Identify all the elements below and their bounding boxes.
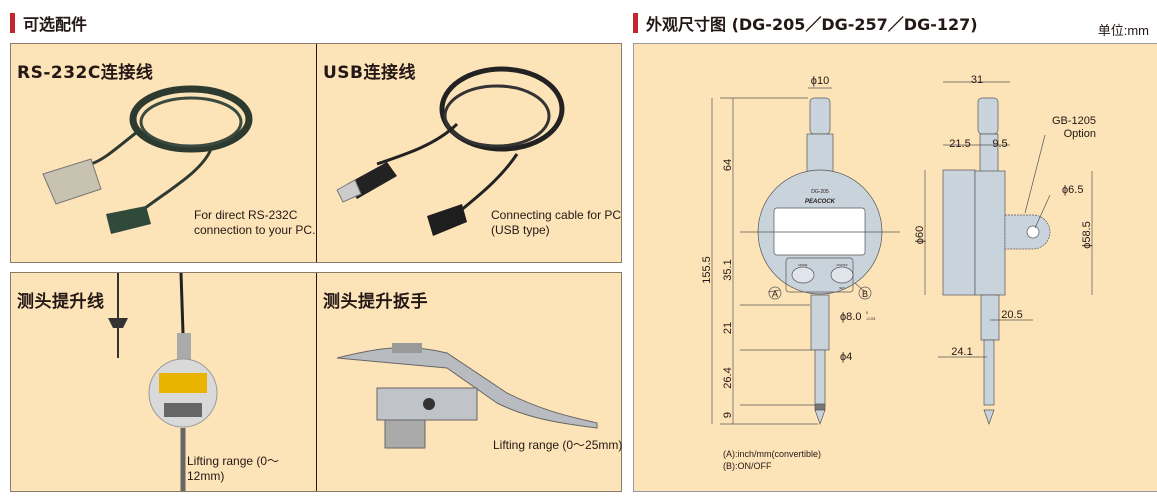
dim-h1: 64 [722, 159, 734, 171]
usb-cable-image [336, 66, 565, 236]
card-caption: Lifting range (0～12mm) [187, 454, 280, 483]
mode-button-label: MODE [799, 263, 808, 267]
dim-probe-offset: 24.1 [951, 346, 972, 358]
dial-model-label: DG-205 [811, 189, 829, 195]
dim-back-diameter: ϕ58.5 [1081, 221, 1093, 249]
lifting-lever-card: 测头提升扳手 Lifting range (0～25mm) [317, 273, 623, 491]
callout-b: B [862, 289, 868, 299]
brand-logo: PEACOCK [805, 199, 836, 205]
dim-probe-diameter: ϕ4 [840, 351, 852, 363]
note-a: (A):inch/mm(convertible) [723, 449, 821, 459]
option-model-label: GB-1205 [1052, 115, 1096, 127]
card-title: 测头提升扳手 [323, 292, 428, 312]
tolerance-upper: 0 [866, 310, 869, 315]
dim-side-w1: 21.5 [949, 138, 970, 150]
dim-stem-diameter: ϕ8.0 [840, 311, 861, 323]
dim-h3: 21 [722, 322, 734, 334]
lifting-accessories-box: 测头提升线 Lifting range (0～12mm) 测头提升扳手 Lift… [10, 272, 622, 492]
dim-stem-cap-diameter: ϕ10 [811, 75, 829, 87]
set-button-label: SET [839, 286, 845, 290]
dim-h2: 35.1 [722, 259, 734, 280]
card-caption: Connecting cable for PC(USB type) [491, 208, 622, 237]
heading-text: 外观尺寸图 (DG-205／DG-257／DG-127) [646, 15, 978, 34]
callout-a: A [772, 289, 778, 299]
tolerance-lower: -0.03 [866, 316, 876, 321]
card-title: 测头提升线 [17, 292, 105, 312]
note-b: (B):ON/OFF [723, 461, 772, 471]
dim-h4: 26.4 [722, 367, 734, 388]
option-label: Option [1064, 128, 1096, 140]
card-caption: Lifting range (0～25mm) [493, 438, 623, 452]
rs232c-cable-image [42, 85, 253, 234]
heading-marker [633, 13, 638, 33]
card-title: RS-232C连接线 [17, 63, 154, 83]
front-view [711, 87, 900, 426]
dimensions-heading: 外观尺寸图 (DG-205／DG-257／DG-127) [633, 12, 978, 34]
dim-side-width: 31 [971, 74, 983, 86]
dim-side-w2: 9.5 [992, 138, 1007, 150]
lifting-lever-image [336, 343, 598, 449]
dim-hole-diameter: ϕ6.5 [1062, 184, 1083, 196]
dim-total-height: 155.5 [701, 256, 713, 284]
dim-body-diameter: ϕ60 [914, 226, 926, 244]
accessories-heading: 可选配件 [10, 12, 87, 34]
heading-text: 可选配件 [23, 15, 88, 34]
dimension-drawing-panel [633, 43, 1157, 492]
side-view [924, 81, 1093, 426]
dim-lug-offset: 20.5 [1001, 309, 1022, 321]
lifting-cable-card: 测头提升线 Lifting range (0～12mm) [11, 272, 317, 491]
card-title: USB连接线 [323, 63, 417, 83]
onoff-button-label: ON/OFF [836, 263, 847, 267]
unit-label: 单位:mm [1097, 23, 1149, 38]
lifting-cable-image [108, 272, 218, 491]
usb-cable-card: USB连接线 Connecting cable for PC(USB type) [317, 44, 623, 262]
heading-marker [10, 13, 15, 33]
dim-h5: 9 [722, 412, 734, 418]
